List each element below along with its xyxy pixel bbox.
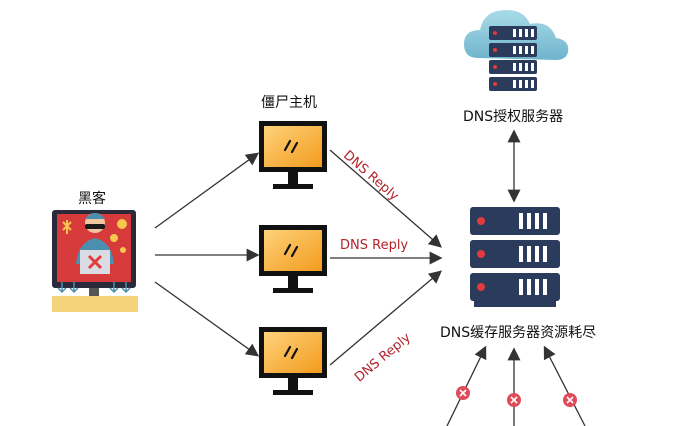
blocked-x-icon [507, 393, 521, 407]
blocked-x-icon [456, 386, 470, 400]
cloud-server-icon [464, 10, 569, 91]
label-dns-auth-server: DNS授权服务器 [463, 109, 564, 125]
blocked-x-icon [563, 393, 577, 407]
label-zombie-hosts: 僵尸主机 [261, 95, 317, 111]
zombie-monitor-icon [259, 121, 327, 189]
zombie-monitor-icon [259, 225, 327, 293]
blocked-request-arrows [446, 345, 586, 426]
dns-reply-arrows [329, 149, 443, 366]
hacker-computer-icon [52, 210, 138, 312]
label-dns-cache-server: DNS缓存服务器资源耗尽 [440, 325, 597, 341]
dns-reply-label: DNS Reply [340, 238, 409, 253]
attack-arrows [154, 152, 260, 357]
label-hacker: 黑客 [78, 191, 106, 207]
zombie-monitor-icon [259, 327, 327, 395]
server-rack-icon [470, 207, 560, 307]
